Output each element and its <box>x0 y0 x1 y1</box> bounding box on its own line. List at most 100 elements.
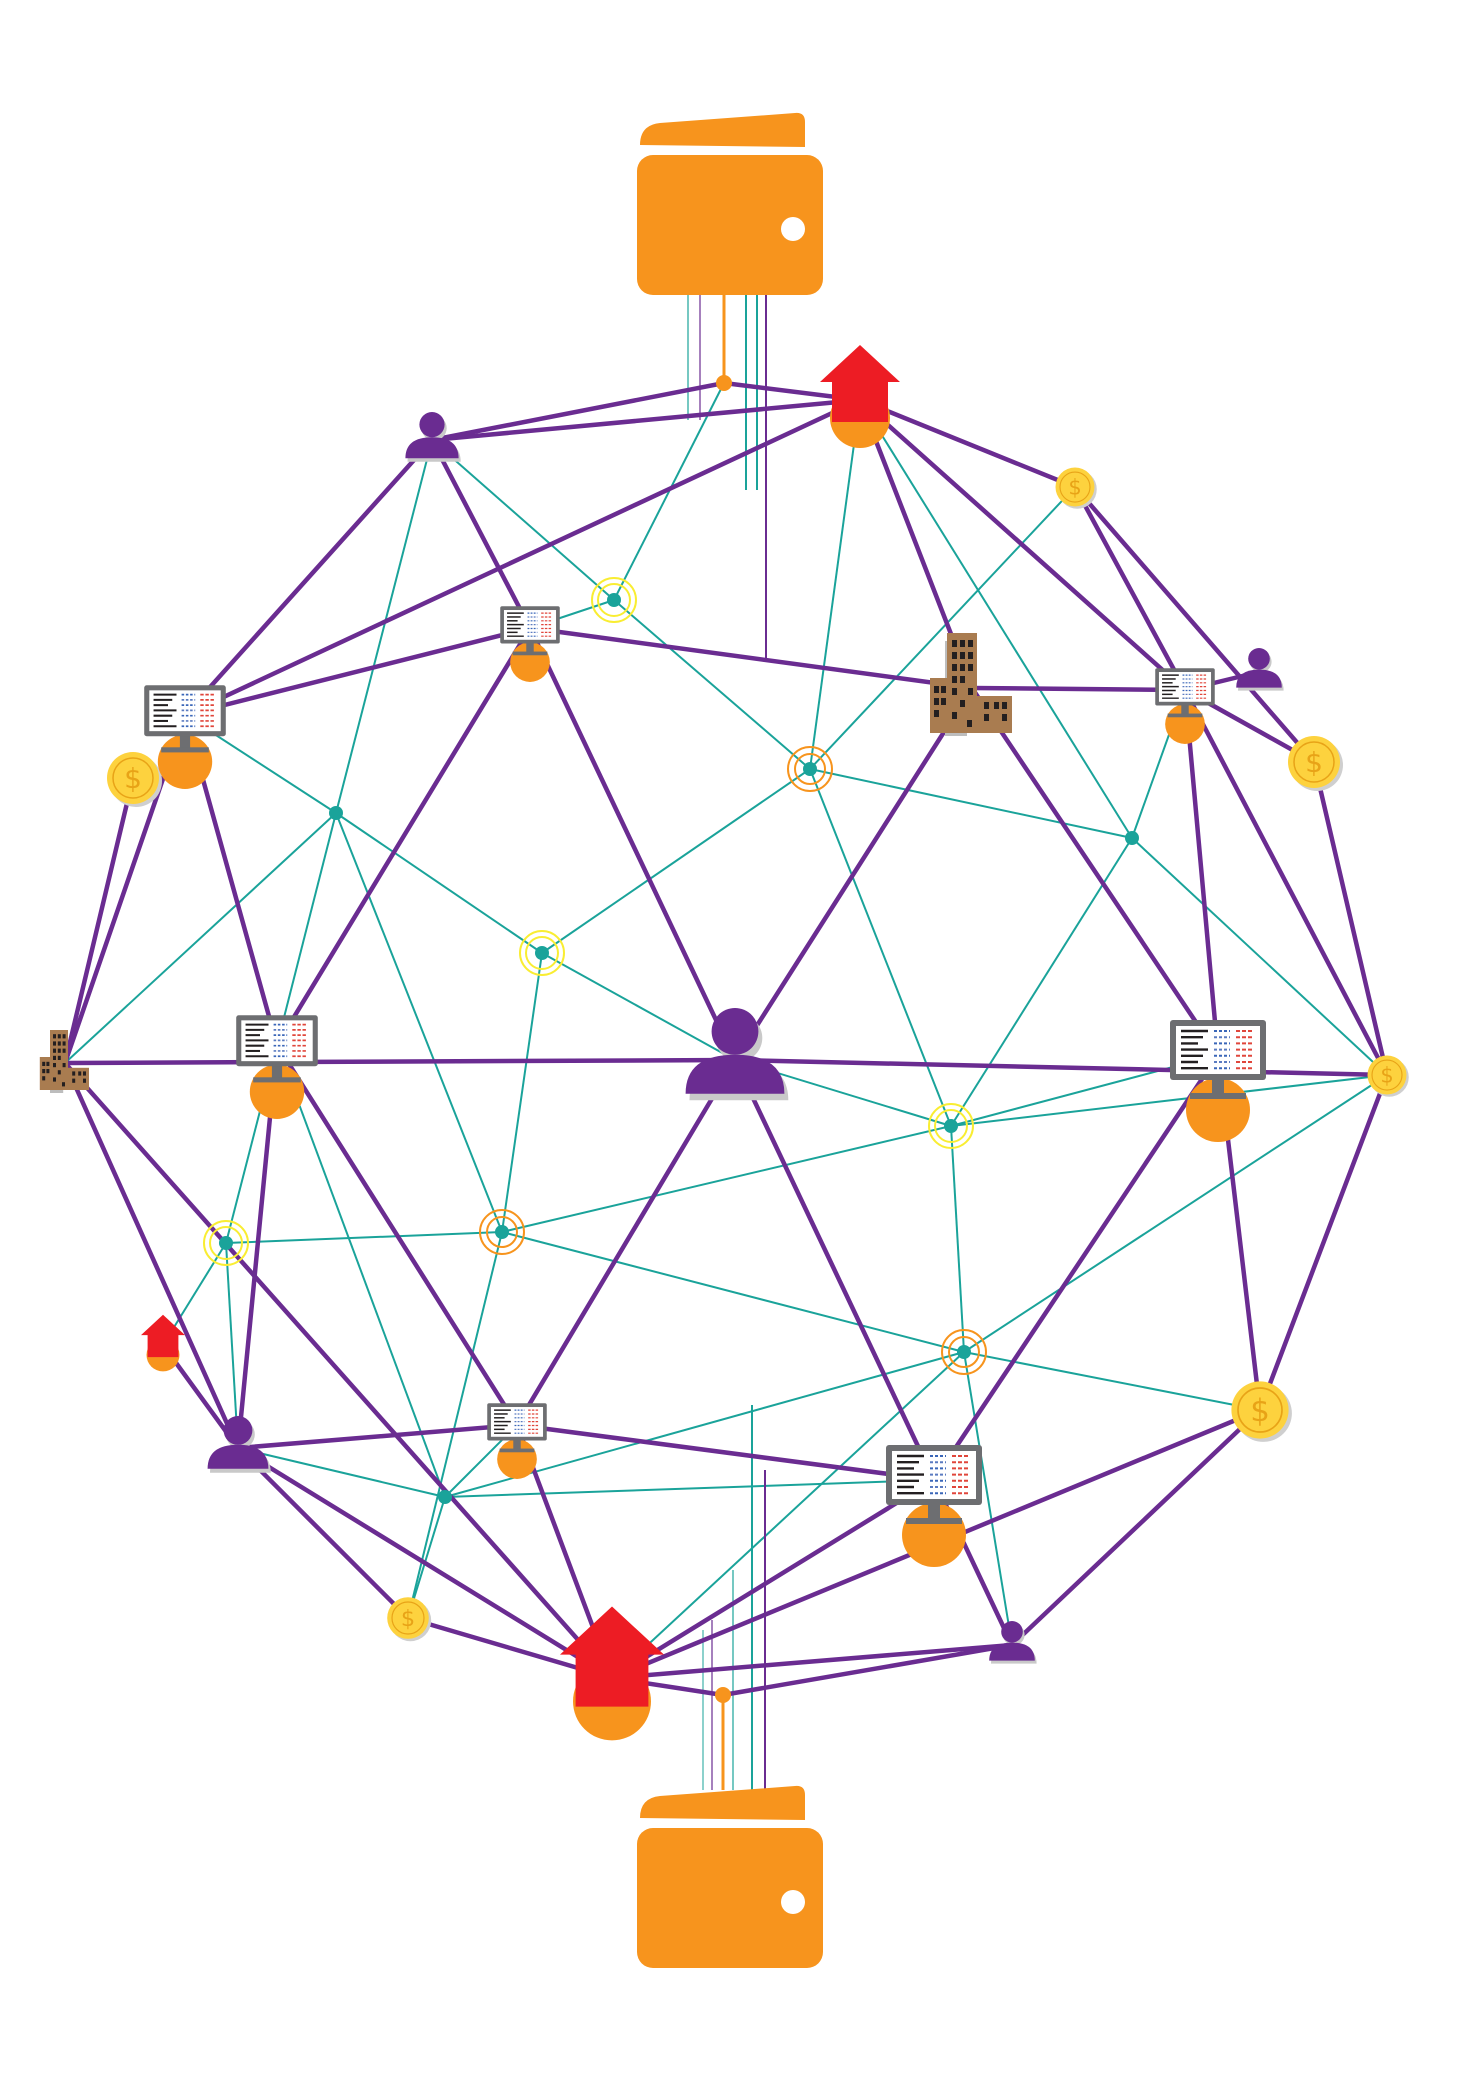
secondary-edge <box>541 768 811 954</box>
secondary-edge <box>501 1231 965 1353</box>
primary-edge <box>527 625 738 1063</box>
monitor-icon <box>236 1015 318 1119</box>
primary-edge <box>182 397 863 718</box>
primary-edge <box>732 1057 937 1483</box>
primary-edge <box>1182 687 1221 1058</box>
primary-edge <box>235 1445 615 1681</box>
wallet-icon <box>637 1785 823 1968</box>
primary-edge <box>609 1477 937 1681</box>
secondary-edge <box>950 837 1133 1127</box>
hub-node <box>438 1490 452 1504</box>
secondary-edge <box>963 1351 1261 1411</box>
secondary-edge <box>501 952 543 1233</box>
primary-edge <box>1182 687 1390 1078</box>
secondary-edge <box>431 439 615 601</box>
junction-dot <box>715 1687 731 1703</box>
primary-edge <box>857 397 1188 693</box>
primary-edge <box>1072 484 1317 765</box>
wallet-clasp <box>781 217 805 241</box>
wallet-connectors <box>687 295 767 1790</box>
person-icon <box>405 412 461 462</box>
monitor-icon <box>1155 668 1215 744</box>
person-icon <box>207 1416 271 1473</box>
coin-icon: $ <box>1288 736 1343 791</box>
coin-icon: $ <box>107 752 162 807</box>
secondary-edge <box>225 1231 503 1244</box>
primary-edge <box>1311 759 1390 1078</box>
primary-edge <box>732 685 975 1063</box>
monitor-icon <box>1170 1020 1266 1142</box>
coin-icon: $ <box>1367 1055 1409 1097</box>
primary-edge <box>235 1445 411 1621</box>
secondary-edge <box>950 1074 1388 1127</box>
primary-edge <box>527 625 975 691</box>
secondary-edge <box>611 1351 965 1679</box>
coin-symbol: $ <box>1068 476 1081 500</box>
wallet-clasp <box>781 1890 805 1914</box>
secondary-edge <box>407 1496 446 1619</box>
junction-dot <box>716 375 732 391</box>
network-nodes: $ $ $ $ $ $ <box>39 112 1409 1968</box>
secondary-edge <box>963 1074 1388 1353</box>
primary-edge <box>969 685 1221 1058</box>
primary-edge <box>429 397 863 443</box>
primary-edge <box>62 775 136 1066</box>
coin-symbol: $ <box>1305 746 1323 779</box>
primary-edge <box>931 1052 1221 1483</box>
coin-symbol: $ <box>1250 1393 1270 1429</box>
secondary-connections <box>64 382 1388 1679</box>
building-icon <box>930 633 1012 736</box>
secondary-edge <box>963 1351 1013 1646</box>
secondary-edge <box>859 399 1133 839</box>
primary-edge <box>182 437 435 718</box>
secondary-edge <box>335 812 543 954</box>
primary-edge <box>732 1057 1390 1078</box>
secondary-edge <box>444 1479 935 1498</box>
monitor-icon <box>886 1445 982 1567</box>
hub-node <box>203 1220 249 1266</box>
house-icon <box>560 1606 664 1741</box>
house-icon <box>820 345 900 448</box>
monitor-icon <box>500 606 560 682</box>
primary-connections <box>62 380 1390 1698</box>
hub-node <box>479 1209 525 1255</box>
hub-node <box>787 746 833 792</box>
secondary-edge <box>809 399 861 770</box>
hub-node <box>591 577 637 623</box>
secondary-edge <box>809 768 952 1127</box>
primary-edge <box>235 1422 520 1451</box>
primary-edge <box>274 625 533 1048</box>
monitor-icon <box>487 1403 547 1479</box>
primary-edge <box>429 380 727 443</box>
primary-edge <box>514 1422 937 1483</box>
primary-edge <box>62 1060 615 1681</box>
primary-edge <box>609 1642 1015 1681</box>
secondary-edge <box>444 1351 965 1498</box>
secondary-edge <box>276 1044 446 1498</box>
hub-node <box>928 1103 974 1149</box>
secondary-edge <box>613 599 811 770</box>
secondary-edge <box>237 1447 446 1498</box>
primary-edge <box>1009 1407 1263 1648</box>
coin-symbol: $ <box>401 1606 415 1632</box>
primary-edge <box>62 1057 738 1066</box>
primary-edge <box>1072 484 1188 693</box>
coin-icon: $ <box>387 1597 432 1642</box>
coin-icon: $ <box>1055 467 1097 509</box>
hub-node <box>941 1329 987 1375</box>
secondary-edge <box>225 1242 239 1449</box>
hub-node <box>519 930 565 976</box>
primary-edge <box>720 1642 1015 1698</box>
monitor-icon <box>144 685 226 789</box>
primary-edge <box>969 685 1188 693</box>
house-icon <box>141 1314 185 1372</box>
hub-node <box>329 806 343 820</box>
hub-node <box>1125 831 1139 845</box>
secondary-edge <box>276 812 337 1046</box>
secondary-edge <box>335 439 433 814</box>
primary-edge <box>1257 1072 1390 1413</box>
person-icon <box>989 1621 1037 1664</box>
primary-edge <box>514 1057 738 1428</box>
primary-edge <box>857 397 1078 490</box>
